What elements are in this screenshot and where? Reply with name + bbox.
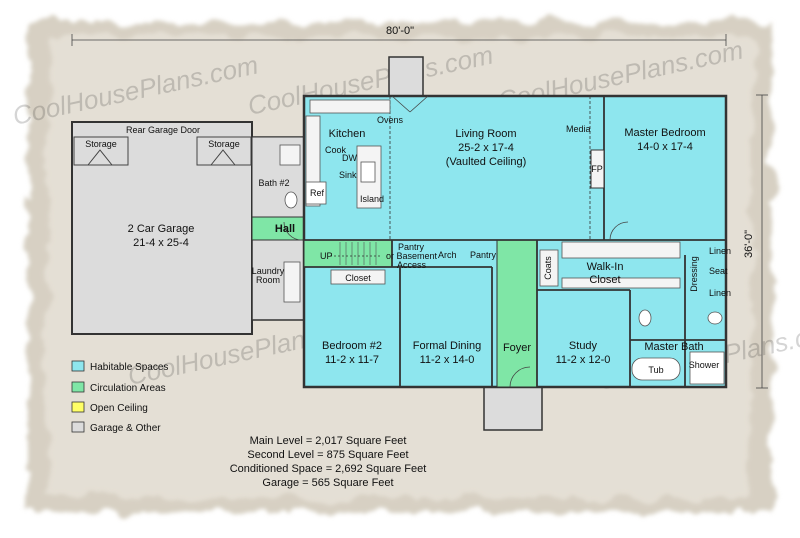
- formal-dining-label: Formal Dining: [413, 340, 481, 352]
- bedroom2-size: 11-2 x 11-7: [325, 354, 379, 366]
- shower-stall: [689, 351, 725, 385]
- legend-label-open-ceiling: Open Ceiling: [90, 403, 148, 414]
- storage-right: [196, 136, 252, 166]
- bath2-toilet: [284, 191, 298, 209]
- stat-garage: Garage = 565 Square Feet: [262, 477, 393, 489]
- legend-swatch-open-ceiling: [71, 401, 85, 413]
- study-label: Study: [569, 340, 598, 352]
- master-bedroom-label: Master Bedroom: [624, 127, 705, 139]
- dimension-lines: [71, 34, 768, 389]
- chimney: [388, 56, 424, 98]
- foyer-label: Foyer: [503, 342, 531, 354]
- legend-label-habitable: Habitable Spaces: [90, 362, 168, 373]
- media-label: Media: [566, 124, 591, 134]
- pantry-or-label-1: Pantry: [398, 242, 425, 252]
- square-footage-stats: Main Level = 2,017 Square Feet Second Le…: [230, 435, 427, 489]
- tub-label: Tub: [648, 365, 663, 375]
- walkin-label-2: Closet: [589, 274, 620, 286]
- formal-dining-size: 11-2 x 14-0: [420, 354, 475, 366]
- walkin-rod-bottom: [561, 277, 681, 289]
- master-bath-label: Master Bath: [644, 341, 703, 353]
- bedroom2-label: Bedroom #2: [322, 340, 382, 352]
- legend-swatch-habitable: [71, 360, 85, 372]
- ref-label: Ref: [310, 188, 325, 198]
- coats-closet: [539, 249, 559, 287]
- seat-label: Seat: [709, 266, 728, 276]
- legend: Habitable Spaces Circulation Areas Open …: [71, 360, 168, 434]
- rear-garage-door-label: Rear Garage Door: [126, 125, 200, 135]
- depth-dimension: 36'-0": [743, 230, 755, 258]
- up-label: UP: [320, 251, 333, 261]
- front-porch: [483, 385, 543, 431]
- fp-label: FP: [591, 164, 603, 174]
- refrigerator: [305, 181, 327, 205]
- storage-door-right: [210, 149, 236, 166]
- door-swings: [283, 95, 629, 388]
- legend-swatch-garage: [71, 421, 85, 433]
- arch-label: Arch: [438, 250, 457, 260]
- laundry-appliances: [283, 261, 301, 303]
- coats-label: Coats: [543, 256, 553, 280]
- legend-swatch-circulation: [71, 381, 85, 393]
- laundry-label-1: Laundry: [252, 266, 285, 276]
- kitchen-sink: [360, 161, 376, 183]
- legend-label-garage: Garage & Other: [90, 423, 161, 434]
- walkin-rod-top: [561, 241, 681, 259]
- storage-left-label: Storage: [85, 139, 117, 149]
- stat-main-level: Main Level = 2,017 Square Feet: [250, 435, 407, 447]
- living-room-note: (Vaulted Ceiling): [446, 156, 527, 168]
- bedroom2-closet: [330, 269, 386, 285]
- storage-right-label: Storage: [208, 139, 240, 149]
- bath2-fixture: [279, 144, 301, 166]
- island-label: Island: [360, 194, 384, 204]
- foyer-area: [496, 239, 538, 388]
- dw-label: DW: [342, 153, 357, 163]
- hall-label: Hall: [275, 223, 295, 235]
- garage-size: 21-4 x 25-4: [133, 237, 189, 249]
- dressing-label: Dressing: [689, 256, 699, 292]
- storage-door-left: [87, 149, 113, 166]
- open-boundaries: [389, 96, 591, 240]
- bath2-label: Bath #2: [258, 178, 289, 188]
- fireplace: [590, 149, 605, 189]
- legend-label-circulation: Circulation Areas: [90, 383, 166, 394]
- master-bedroom-size: 14-0 x 17-4: [637, 141, 693, 153]
- study-size: 11-2 x 12-0: [556, 354, 611, 366]
- linen-bottom-label: Linen: [709, 288, 731, 298]
- closet-label: Closet: [345, 273, 371, 283]
- master-sink: [707, 311, 723, 325]
- cook-label: Cook: [325, 145, 347, 155]
- walkin-label-1: Walk-In: [587, 261, 624, 273]
- stat-second-level: Second Level = 875 Square Feet: [247, 449, 408, 461]
- stat-conditioned: Conditioned Space = 2,692 Square Feet: [230, 463, 427, 475]
- pantry-or-label-2: or Basement: [386, 251, 438, 261]
- kitchen-counter: [309, 99, 391, 114]
- width-dimension: 80'-0": [386, 25, 414, 37]
- linen-top-label: Linen: [709, 246, 731, 256]
- living-room-size: 25-2 x 17-4: [458, 142, 514, 154]
- stair-treads: [339, 242, 377, 265]
- kitchen-label: Kitchen: [329, 128, 366, 140]
- laundry-label-2: Room: [256, 275, 280, 285]
- stair-circulation: [303, 239, 393, 268]
- pantry-label: Pantry: [470, 250, 497, 260]
- storage-left: [73, 136, 129, 166]
- sink-label: Sink: [339, 170, 357, 180]
- pantry-or-label-3: Access: [397, 260, 427, 270]
- ovens-label: Ovens: [377, 115, 404, 125]
- shower-label: Shower: [689, 360, 720, 370]
- bathtub: [631, 357, 681, 381]
- living-room-label: Living Room: [455, 128, 516, 140]
- garage-label: 2 Car Garage: [128, 223, 195, 235]
- master-toilet: [638, 309, 652, 327]
